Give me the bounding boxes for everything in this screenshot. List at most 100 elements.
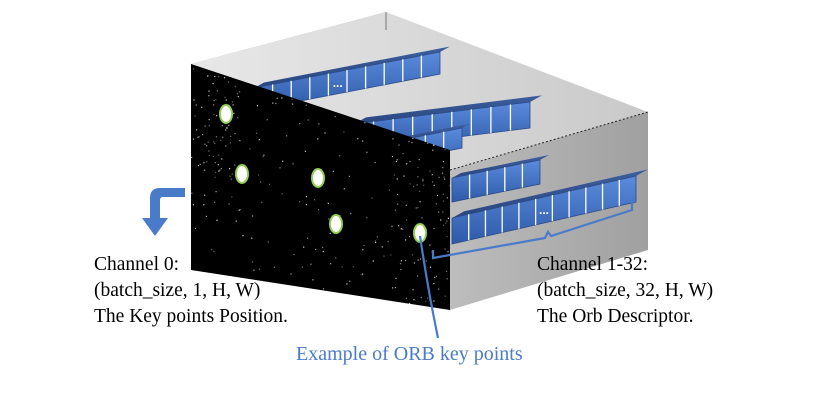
noise-speck — [418, 159, 420, 161]
noise-speck — [194, 115, 196, 117]
noise-speck — [429, 244, 431, 246]
channel1-32-caption: Channel 1-32: (batch_size, 32, H, W) The… — [537, 252, 713, 330]
noise-speck — [307, 119, 309, 121]
noise-speck — [348, 175, 350, 177]
noise-speck — [218, 154, 220, 156]
noise-speck — [275, 102, 277, 105]
noise-speck — [447, 217, 449, 219]
noise-speck — [362, 273, 364, 275]
noise-speck — [207, 141, 209, 143]
noise-speck — [398, 144, 400, 146]
noise-speck — [393, 174, 395, 176]
noise-speck — [364, 122, 366, 124]
noise-speck — [299, 123, 301, 125]
noise-speck — [263, 154, 265, 156]
noise-speck — [231, 173, 233, 175]
noise-speck — [292, 163, 294, 165]
noise-speck — [222, 136, 224, 138]
noise-speck — [409, 302, 411, 304]
noise-speck — [447, 251, 449, 253]
noise-speck — [417, 207, 419, 209]
noise-speck — [220, 168, 222, 170]
noise-speck — [417, 275, 419, 277]
noise-speck — [291, 98, 293, 100]
noise-speck — [409, 183, 411, 185]
noise-speck — [229, 142, 231, 144]
noise-speck — [422, 178, 424, 180]
noise-speck — [444, 149, 446, 151]
noise-speck — [267, 241, 269, 243]
noise-speck — [230, 178, 232, 180]
channel1-32-description: The Orb Descriptor. — [537, 306, 694, 327]
descriptor-brace — [431, 202, 634, 260]
noise-speck — [392, 138, 394, 140]
noise-speck — [214, 176, 216, 178]
noise-speck — [239, 91, 241, 93]
noise-speck — [238, 209, 240, 211]
noise-speck — [438, 288, 440, 290]
box-top-face — [191, 12, 648, 170]
noise-speck — [442, 166, 444, 169]
noise-speck — [232, 104, 234, 106]
noise-speck — [442, 211, 444, 213]
example-caption: Example of ORB key points — [296, 343, 523, 365]
noise-speck — [442, 193, 444, 195]
noise-speck — [432, 181, 434, 183]
noise-speck — [402, 228, 404, 230]
noise-speck — [366, 151, 368, 153]
noise-speck — [205, 215, 207, 217]
noise-speck — [405, 259, 407, 262]
noise-speck — [371, 197, 373, 199]
noise-speck — [417, 176, 419, 178]
noise-speck — [312, 279, 314, 281]
descriptor-bar-top — [452, 169, 648, 218]
noise-speck — [446, 236, 448, 238]
noise-speck — [281, 193, 283, 195]
front-descriptor-bars: ... — [451, 155, 648, 245]
noise-speck — [423, 184, 425, 186]
channel0-caption: Channel 0: (batch_size, 1, H, W) The Key… — [94, 252, 288, 330]
noise-speck — [432, 149, 434, 151]
noise-speck — [251, 261, 254, 263]
noise-speck — [208, 154, 210, 157]
noise-speck — [208, 150, 210, 152]
noise-speck — [224, 96, 226, 99]
noise-speck — [212, 155, 215, 158]
noise-speck — [231, 101, 234, 103]
noise-speck — [290, 273, 292, 275]
noise-speck — [204, 169, 206, 171]
noise-speck — [446, 278, 448, 280]
noise-speck — [199, 163, 201, 165]
noise-speck — [392, 287, 394, 289]
noise-speck — [440, 219, 442, 221]
noise-speck — [305, 196, 307, 198]
noise-speck — [225, 129, 227, 131]
noise-speck — [328, 218, 330, 220]
noise-speck — [442, 200, 444, 202]
noise-speck — [202, 134, 204, 136]
noise-speck — [350, 212, 352, 215]
noise-speck — [395, 277, 397, 279]
descriptor-bar-back-1: ... — [253, 46, 450, 111]
noise-speck — [191, 156, 193, 158]
noise-speck — [429, 170, 431, 172]
noise-speck — [204, 143, 206, 145]
noise-speck — [436, 275, 438, 277]
descriptor-bar-top — [452, 155, 549, 178]
noise-speck — [422, 180, 424, 182]
noise-speck — [322, 250, 324, 253]
channel0-arrow — [142, 188, 185, 236]
noise-speck — [314, 199, 316, 201]
noise-speck — [221, 158, 223, 160]
noise-speck — [207, 75, 209, 77]
noise-speck — [303, 246, 305, 248]
noise-speck — [216, 115, 218, 117]
noise-speck — [310, 263, 312, 265]
noise-speck — [258, 268, 261, 270]
noise-speck — [272, 102, 274, 104]
keypoint-marker — [235, 164, 249, 184]
noise-speck — [318, 209, 320, 211]
noise-speck — [267, 281, 269, 283]
noise-speck — [406, 219, 408, 221]
noise-speck — [242, 235, 244, 237]
